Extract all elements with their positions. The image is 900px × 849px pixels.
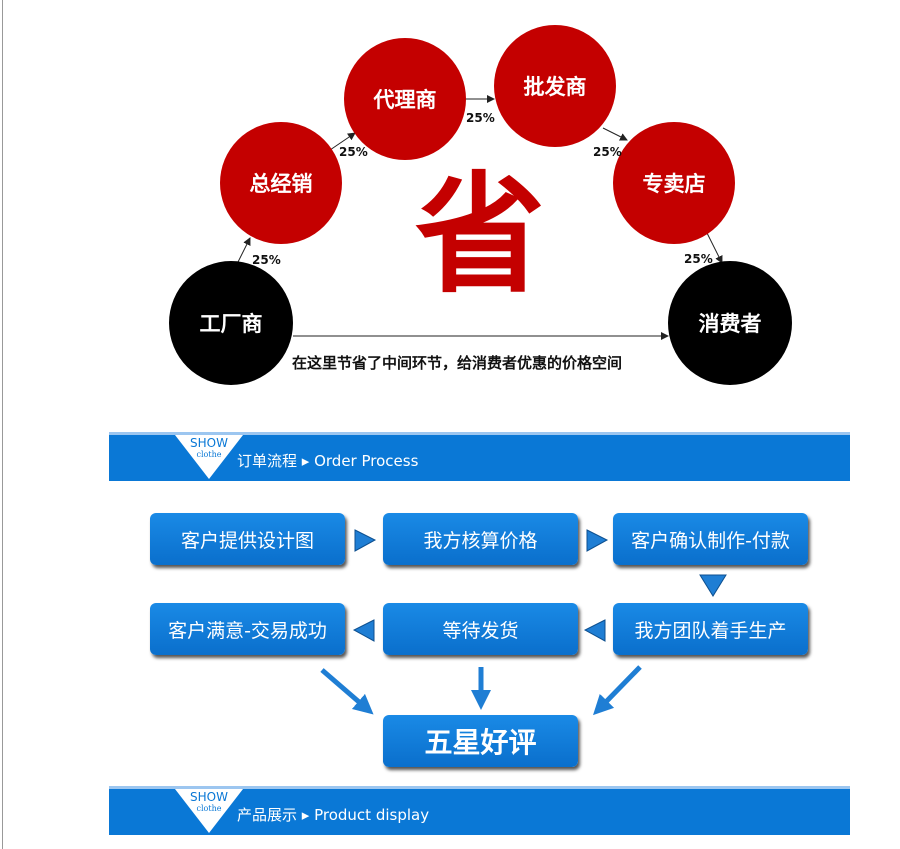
node-store: 专卖店 bbox=[613, 122, 735, 244]
show-label: SHOW bbox=[190, 790, 228, 804]
step-4: 我方团队着手生产 bbox=[613, 603, 808, 655]
step-5: 等待发货 bbox=[383, 603, 578, 655]
node-agent: 代理商 bbox=[344, 38, 466, 160]
clothe-label: clothe bbox=[196, 804, 222, 813]
show-triangle-icon bbox=[175, 789, 243, 833]
page-border bbox=[2, 0, 3, 849]
node-wholesaler: 批发商 bbox=[494, 25, 616, 147]
clothe-label: clothe bbox=[196, 450, 222, 459]
show-triangle-icon bbox=[175, 435, 243, 479]
step-2: 我方核算价格 bbox=[383, 513, 578, 565]
percent-label: 25% bbox=[252, 253, 281, 267]
percent-label: 25% bbox=[466, 111, 495, 125]
diagram-caption: 在这里节省了中间环节，给消费者优惠的价格空间 bbox=[292, 354, 623, 372]
show-label: SHOW bbox=[190, 436, 228, 450]
step-3: 客户确认制作-付款 bbox=[613, 513, 808, 565]
node-distributor: 总经销 bbox=[220, 122, 342, 244]
percent-label: 25% bbox=[339, 145, 368, 159]
banner-title: 产品展示 ▸ Product display bbox=[237, 806, 430, 824]
step-6: 客户满意-交易成功 bbox=[150, 603, 345, 655]
percent-label: 25% bbox=[684, 252, 713, 266]
banner-title-en: Product display bbox=[314, 806, 430, 824]
node-factory: 工厂商 bbox=[169, 261, 293, 385]
banner-title-cn: 订单流程 bbox=[237, 452, 298, 470]
banner-title: 订单流程 ▸ Order Process bbox=[237, 452, 419, 470]
banner-title-en: Order Process bbox=[314, 452, 419, 470]
banner-title-cn: 产品展示 bbox=[237, 806, 298, 824]
final-step: 五星好评 bbox=[383, 715, 578, 767]
step-1: 客户提供设计图 bbox=[150, 513, 345, 565]
save-character: 省 bbox=[415, 159, 546, 311]
node-consumer: 消费者 bbox=[668, 261, 792, 385]
percent-label: 25% bbox=[593, 145, 622, 159]
